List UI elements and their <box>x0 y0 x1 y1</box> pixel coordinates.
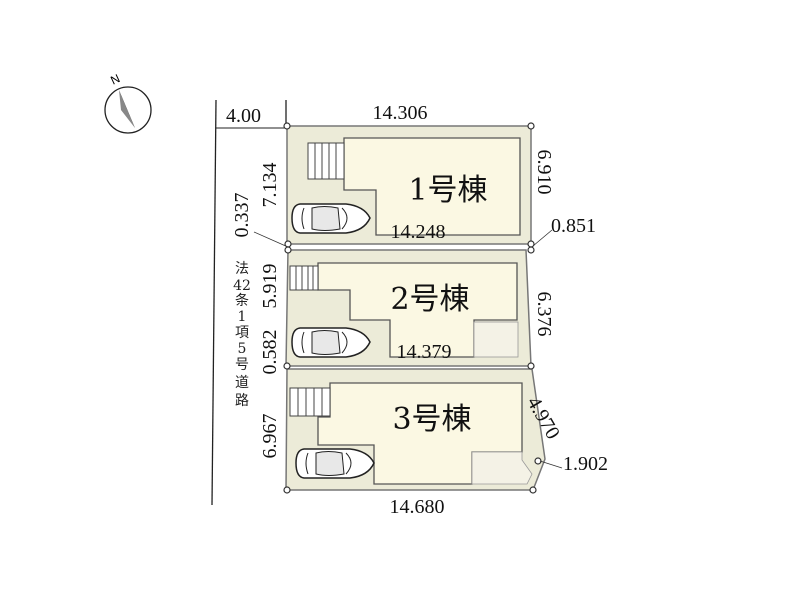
road-label-char: 道 <box>235 375 249 391</box>
boundary-markers <box>283 122 542 494</box>
lot-3-left-dimension: 6.967 <box>259 414 281 459</box>
lot-1-left-dimension: 7.134 <box>259 163 281 208</box>
road-edge-line <box>211 99 217 506</box>
lot-1: 1号棟 <box>286 125 532 245</box>
road-label-char: 項 <box>235 325 249 341</box>
leader-line <box>532 229 553 247</box>
boundary-marker <box>527 122 535 130</box>
compass-ring <box>104 86 152 134</box>
car-icon <box>291 327 371 358</box>
top-dimension: 14.306 <box>373 102 428 124</box>
road-label-char: 条 <box>235 292 249 309</box>
stairs-icon <box>289 265 319 291</box>
road: 法 42 条 1 項 5 号 道 路 <box>211 99 287 506</box>
left-offset-dimension: 0.337 <box>231 193 253 238</box>
boundary-marker <box>527 362 535 370</box>
car-icon <box>291 203 371 234</box>
leader-line <box>253 231 289 248</box>
road-label-char: 5 <box>238 341 247 357</box>
right-offset-dimension: 0.851 <box>551 215 596 237</box>
lot-1-bottom-dimension: 14.248 <box>391 221 446 243</box>
road-label-char: 法 <box>235 261 249 277</box>
car-icon <box>295 448 375 479</box>
stairs-icon <box>289 387 331 417</box>
lot-2: 2号棟 <box>285 249 532 367</box>
lot-2-left-dimension: 5.919 <box>259 264 281 309</box>
lot-3-corner-dimension: 1.902 <box>563 453 608 475</box>
lot-2-building-footprint <box>317 262 518 358</box>
road-label-char: 1 <box>238 309 247 325</box>
compass: N <box>104 71 152 134</box>
north-label: N <box>108 71 122 87</box>
leader-line <box>539 460 563 469</box>
left-offset-2-dimension: 0.582 <box>259 330 281 375</box>
building-3-name: 3号棟 <box>392 402 471 437</box>
boundary-marker <box>529 486 537 494</box>
bottom-dimension: 14.680 <box>390 496 445 518</box>
boundary-marker <box>284 246 292 254</box>
lot-1-building-footprint <box>343 137 521 236</box>
north-arrow-shade <box>119 90 135 128</box>
lot-3-garden <box>471 451 533 485</box>
road-label-char: 路 <box>235 393 249 409</box>
lot-3-building-footprint <box>317 382 523 485</box>
stairs-icon <box>307 142 345 180</box>
boundary-marker <box>527 246 535 254</box>
boundary-marker <box>283 122 291 130</box>
building-1-name: 1号棟 <box>408 173 487 208</box>
building-2-name: 2号棟 <box>390 282 469 317</box>
lot-3: 3号棟 <box>285 368 546 491</box>
lot-2-garden <box>473 321 519 358</box>
boundary-marker <box>283 362 291 370</box>
road-label-char: 42 <box>233 278 251 294</box>
road-label: 法 42 条 1 項 5 号 道 路 <box>233 261 251 409</box>
lot-2-bottom-dimension: 14.379 <box>397 341 452 363</box>
lot-1-right-dimension: 6.910 <box>533 150 555 195</box>
road-width-dimension: 4.00 <box>226 105 261 127</box>
road-label-char: 号 <box>235 357 249 373</box>
dimension-labels: 4.00 14.306 7.134 0.337 6.910 14.248 0.8… <box>226 102 608 518</box>
boundary-marker <box>283 486 291 494</box>
lot-2-right-dimension: 6.376 <box>533 292 555 337</box>
